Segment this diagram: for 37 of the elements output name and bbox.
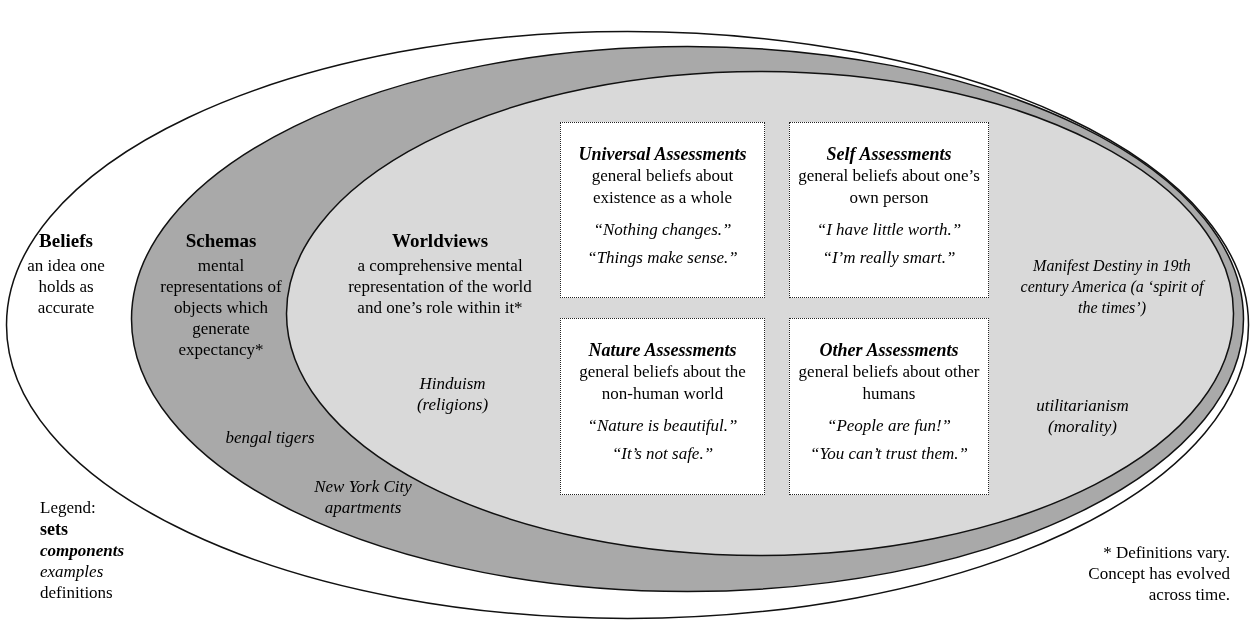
component-box [789,318,989,495]
definition-text: a comprehensive mental representation of the world and one’s role within it* [347,255,533,318]
legend-entry: definitions [40,582,113,603]
example-quote: “Nature is beautiful.” [586,415,739,437]
example-quote: “I have little worth.” [815,219,963,241]
example-quote: “It’s not safe.” [610,443,715,465]
component-title: Self Assessments [825,143,953,165]
example-quote: “Nothing changes.” [592,219,733,241]
legend-entry: sets [40,519,68,540]
example-quote: “Things make sense.” [586,247,739,269]
component-title: Other Assessments [818,339,960,361]
definition-text: general beliefs about other humans [797,361,981,405]
set-title: Worldviews [390,230,490,251]
component-box [560,122,765,298]
definition-text: general beliefs about existence as a whole [590,165,735,209]
component-box [789,122,989,298]
set-title: Schemas [184,230,258,251]
legend-title: Legend: [40,497,96,518]
example-text: Manifest Destiny in 19th century America (a ‘spirit of the times’) [1019,256,1207,318]
example-text: New York City apartments [313,476,413,518]
definition-text: general beliefs about one’s own person [797,165,981,209]
example-text: bengal tigers [224,427,316,448]
example-text: Hinduism (religions) [415,373,490,415]
definition-text: general beliefs about the non-human world [578,361,747,405]
example-text: utilitarianism (morality) [1035,395,1130,437]
component-box [560,318,765,495]
definition-text: an idea one holds as accurate [26,255,106,318]
component-title: Nature Assessments [587,339,738,361]
legend-entry: components [40,540,125,561]
legend-entry: examples [40,561,104,582]
set-title: Beliefs [38,230,94,251]
footnote-text: * Definitions vary. Concept has evolved across time. [1087,542,1230,605]
example-quote: “People are fun!” [826,415,952,437]
definition-text: mental representations of objects which generate expectancy* [159,255,283,360]
example-quote: “You can’t trust them.” [808,443,970,465]
example-quote: “I’m really smart.” [821,247,957,269]
component-title: Universal Assessments [577,143,748,165]
